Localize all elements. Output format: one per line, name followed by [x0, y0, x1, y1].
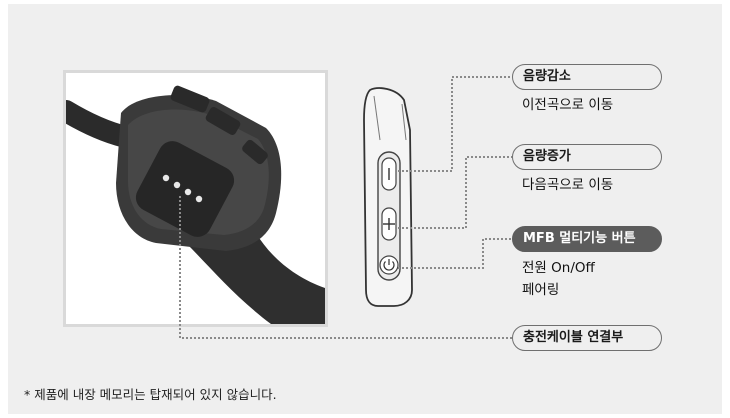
volume-up-label: 음량증가 — [512, 144, 662, 170]
headset-photo-illustration — [66, 73, 325, 324]
mfb-desc-power: 전원 On/Off — [522, 260, 595, 276]
headset-side-view — [363, 87, 413, 307]
power-icon — [383, 261, 395, 271]
charging-port-label: 충전케이블 연결부 — [512, 325, 662, 351]
mfb-label: MFB 멀티기능 버튼 — [512, 226, 662, 252]
volume-down-label: 음량감소 — [512, 64, 662, 90]
volume-down-desc: 이전곡으로 이동 — [522, 97, 614, 113]
volume-up-desc: 다음곡으로 이동 — [522, 177, 614, 193]
mfb-desc-pairing: 페어링 — [522, 282, 560, 298]
charging-port-photo — [63, 70, 328, 327]
footnote: * 제품에 내장 메모리는 탑재되어 있지 않습니다. — [24, 387, 277, 402]
